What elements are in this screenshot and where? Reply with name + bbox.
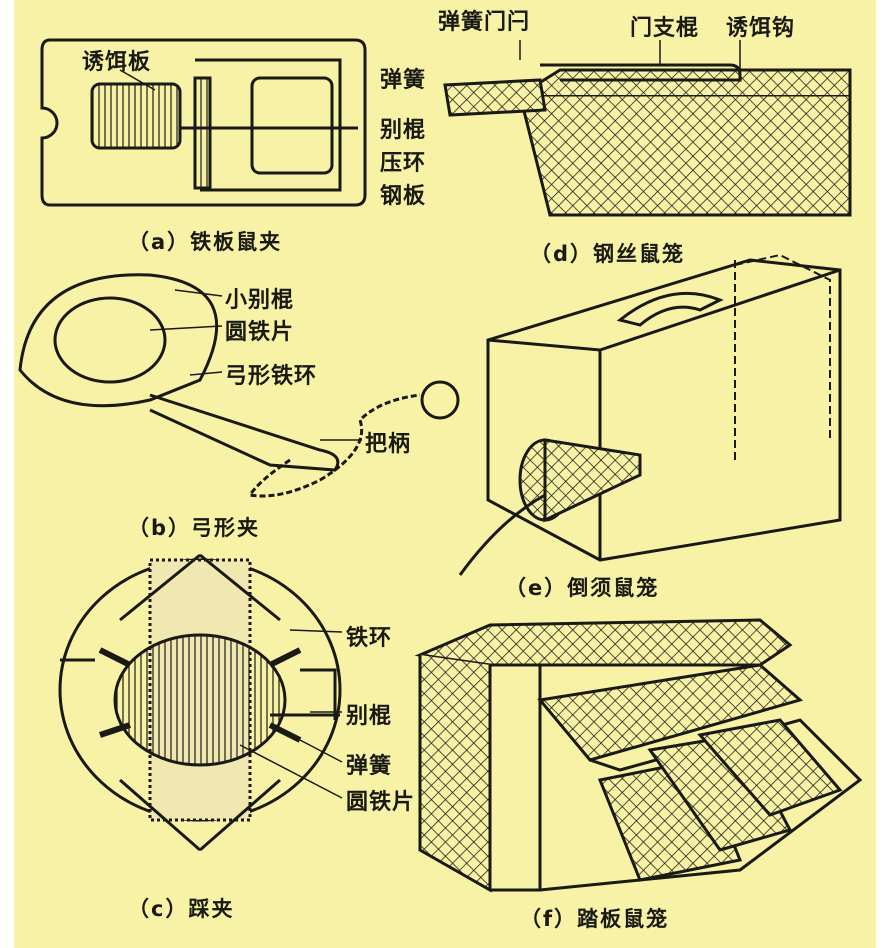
label-lever-bar-c: 别棍 [346,704,393,729]
caption-f: （f）踏板鼠笼 [520,903,669,933]
caption-text: 铁板鼠夹 [190,230,283,254]
label-round-plate: 圆铁片 [225,320,295,345]
label-door-prop: 门支棍 [630,16,700,41]
caption-tag: （f） [520,907,578,931]
caption-d: （d）钢丝鼠笼 [530,238,685,268]
steel-plate-trap-drawing [40,38,367,207]
label-spring: 弹簧 [380,68,427,93]
caption-a: （a）铁板鼠夹 [128,226,282,256]
label-handle: 把柄 [365,432,412,457]
label-press-ring: 压环 [380,151,427,176]
treadle-cage-drawing [414,618,863,893]
label-bait-hook: 诱饵钩 [726,16,796,41]
funnel-cage-drawing [458,253,842,576]
caption-text: 钢丝鼠笼 [593,242,686,266]
label-spring-latch: 弹簧门闩 [438,10,531,35]
label-round-plate-c: 圆铁片 [346,790,416,815]
wire-cage-drawing [443,40,852,217]
caption-tag: （a） [128,230,191,254]
label-lever-bar: 别棍 [380,118,427,143]
caption-tag: （d） [530,242,594,266]
label-bow-ring: 弓形铁环 [225,364,318,389]
caption-text: 倒须鼠笼 [567,576,660,600]
caption-tag: （b） [128,516,192,540]
label-iron-ring: 铁环 [346,626,393,651]
bow-trap-drawing [18,273,460,498]
caption-text: 弓形夹 [191,516,261,540]
caption-text: 踩夹 [188,897,235,921]
label-small-lever: 小别棍 [225,288,295,313]
label-steel-plate: 钢板 [380,184,427,209]
caption-tag: （e） [505,576,568,600]
caption-e: （e）倒须鼠笼 [505,572,659,602]
foot-trap-drawing [58,553,343,852]
scan-edge-right [876,0,886,948]
label-bait-plate: 诱饵板 [82,50,152,75]
label-spring-c: 弹簧 [346,754,393,779]
caption-b: （b）弓形夹 [128,512,260,542]
scan-edge-left [0,0,14,948]
caption-c: （c）踩夹 [128,893,234,923]
caption-text: 踏板鼠笼 [577,907,670,931]
caption-tag: （c） [128,897,189,921]
